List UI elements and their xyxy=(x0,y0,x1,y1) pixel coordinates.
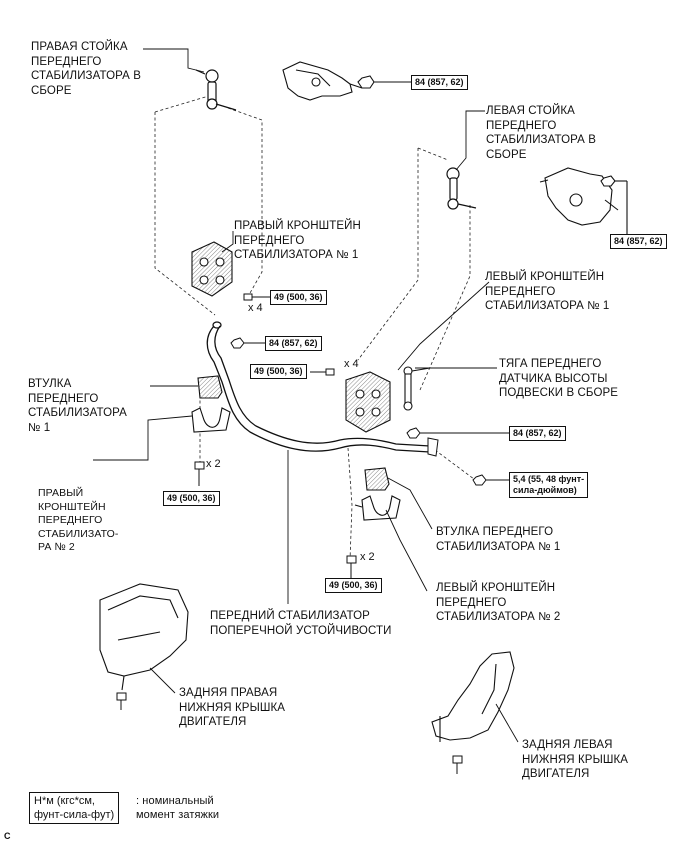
left-bar-nut xyxy=(406,427,509,457)
legend-meaning: : номинальный момент затяжки xyxy=(136,795,220,821)
torque-right-link-nut: 84 (857, 62) xyxy=(411,75,468,90)
multiplier-left-bracket-2: x 2 xyxy=(360,551,375,563)
left-knuckle-part xyxy=(539,167,619,226)
torque-sensor-nut: 5,4 (55, 48 фунт- сила-дюймов) xyxy=(509,472,589,498)
figure-code: C xyxy=(4,831,11,841)
label-left-stabilizer-link: ЛЕВАЯ СТОЙКА ПЕРЕДНЕГО СТАБИЛИЗАТОРА В С… xyxy=(486,105,596,161)
right-stabilizer-link xyxy=(195,69,237,111)
right-bushing xyxy=(150,375,223,399)
sensor-nut xyxy=(472,474,509,486)
multiplier-right-bracket-2: x 2 xyxy=(206,458,221,470)
label-right-bushing: ВТУЛКА ПЕРЕДНЕГО СТАБИЛИЗАТОРА № 1 xyxy=(28,378,127,434)
left-bushing xyxy=(364,467,390,491)
label-rear-right-cover: ЗАДНЯЯ ПРАВАЯ НИЖНЯЯ КРЫШКА ДВИГАТЕЛЯ xyxy=(179,687,286,728)
right-link-nut xyxy=(357,75,411,89)
torque-right-bracket-bolt: 49 (500, 36) xyxy=(270,290,327,305)
height-sensor-link xyxy=(403,366,431,411)
right-bracket-2 xyxy=(191,407,231,433)
right-knuckle-part xyxy=(282,61,363,101)
label-left-bracket-2: ЛЕВЫЙ КРОНШТЕЙН ПЕРЕДНЕГО СТАБИЛИЗАТОРА … xyxy=(436,582,561,623)
multiplier-right-bracket-1: x 4 xyxy=(248,302,263,314)
right-bracket-1-bolt xyxy=(243,293,270,301)
rear-left-cover xyxy=(431,651,515,742)
torque-left-bracket-bolt: 49 (500, 36) xyxy=(250,364,307,379)
torque-left-bar-nut: 84 (857, 62) xyxy=(509,426,566,441)
left-link-nut xyxy=(600,175,628,234)
leader-lines xyxy=(93,48,519,743)
label-right-stabilizer-link: ПРАВАЯ СТОЙКА ПЕРЕДНЕГО СТАБИЛИЗАТОРА В … xyxy=(31,41,141,97)
label-stabilizer-bar: ПЕРЕДНИЙ СТАБИЛИЗАТОР ПОПЕРЕЧНОЙ УСТОЙЧИ… xyxy=(210,610,392,637)
rear-right-cover-bolt xyxy=(116,692,127,710)
torque-left-link-nut: 84 (857, 62) xyxy=(610,234,667,249)
label-right-bracket-2: ПРАВЫЙ КРОНШТЕЙН ПЕРЕДНЕГО СТАБИЛИЗАТО- … xyxy=(38,487,119,553)
torque-right-bracket-2-bolt: 49 (500, 36) xyxy=(163,491,220,506)
label-height-sensor-link: ТЯГА ПЕРЕДНЕГО ДАТЧИКА ВЫСОТЫ ПОДВЕСКИ В… xyxy=(499,358,619,399)
left-bracket-2 xyxy=(354,495,401,521)
stabilizer-bar xyxy=(206,321,431,453)
legend-units-box: Н*м (кгс*см, фунт-сила-фут) xyxy=(29,792,120,824)
multiplier-left-bracket-1: x 4 xyxy=(344,358,359,370)
torque-bar-nut: 84 (857, 62) xyxy=(265,336,322,351)
torque-left-bracket-2-bolt: 49 (500, 36) xyxy=(325,578,382,593)
label-left-bracket-1: ЛЕВЫЙ КРОНШТЕЙН ПЕРЕДНЕГО СТАБИЛИЗАТОРА … xyxy=(485,271,610,312)
left-bracket-1-bolt xyxy=(310,368,335,376)
label-left-bushing: ВТУЛКА ПЕРЕДНЕГО СТАБИЛИЗАТОРА № 1 xyxy=(436,526,561,553)
bar-nut xyxy=(230,337,265,349)
rear-right-cover xyxy=(99,583,189,691)
label-rear-left-cover: ЗАДНЯЯ ЛЕВАЯ НИЖНЯЯ КРЫШКА ДВИГАТЕЛЯ xyxy=(522,739,629,780)
rear-left-cover-bolt xyxy=(452,755,463,774)
left-bracket-1 xyxy=(345,371,391,433)
right-bracket-2-bolt xyxy=(194,461,205,486)
left-bracket-2-bolt xyxy=(346,555,357,578)
right-bracket-1 xyxy=(191,241,233,297)
label-right-bracket-1: ПРАВЫЙ КРОНШТЕЙН ПЕРЕДНЕГО СТАБИЛИЗАТОРА… xyxy=(234,220,361,261)
left-stabilizer-link xyxy=(446,167,477,210)
